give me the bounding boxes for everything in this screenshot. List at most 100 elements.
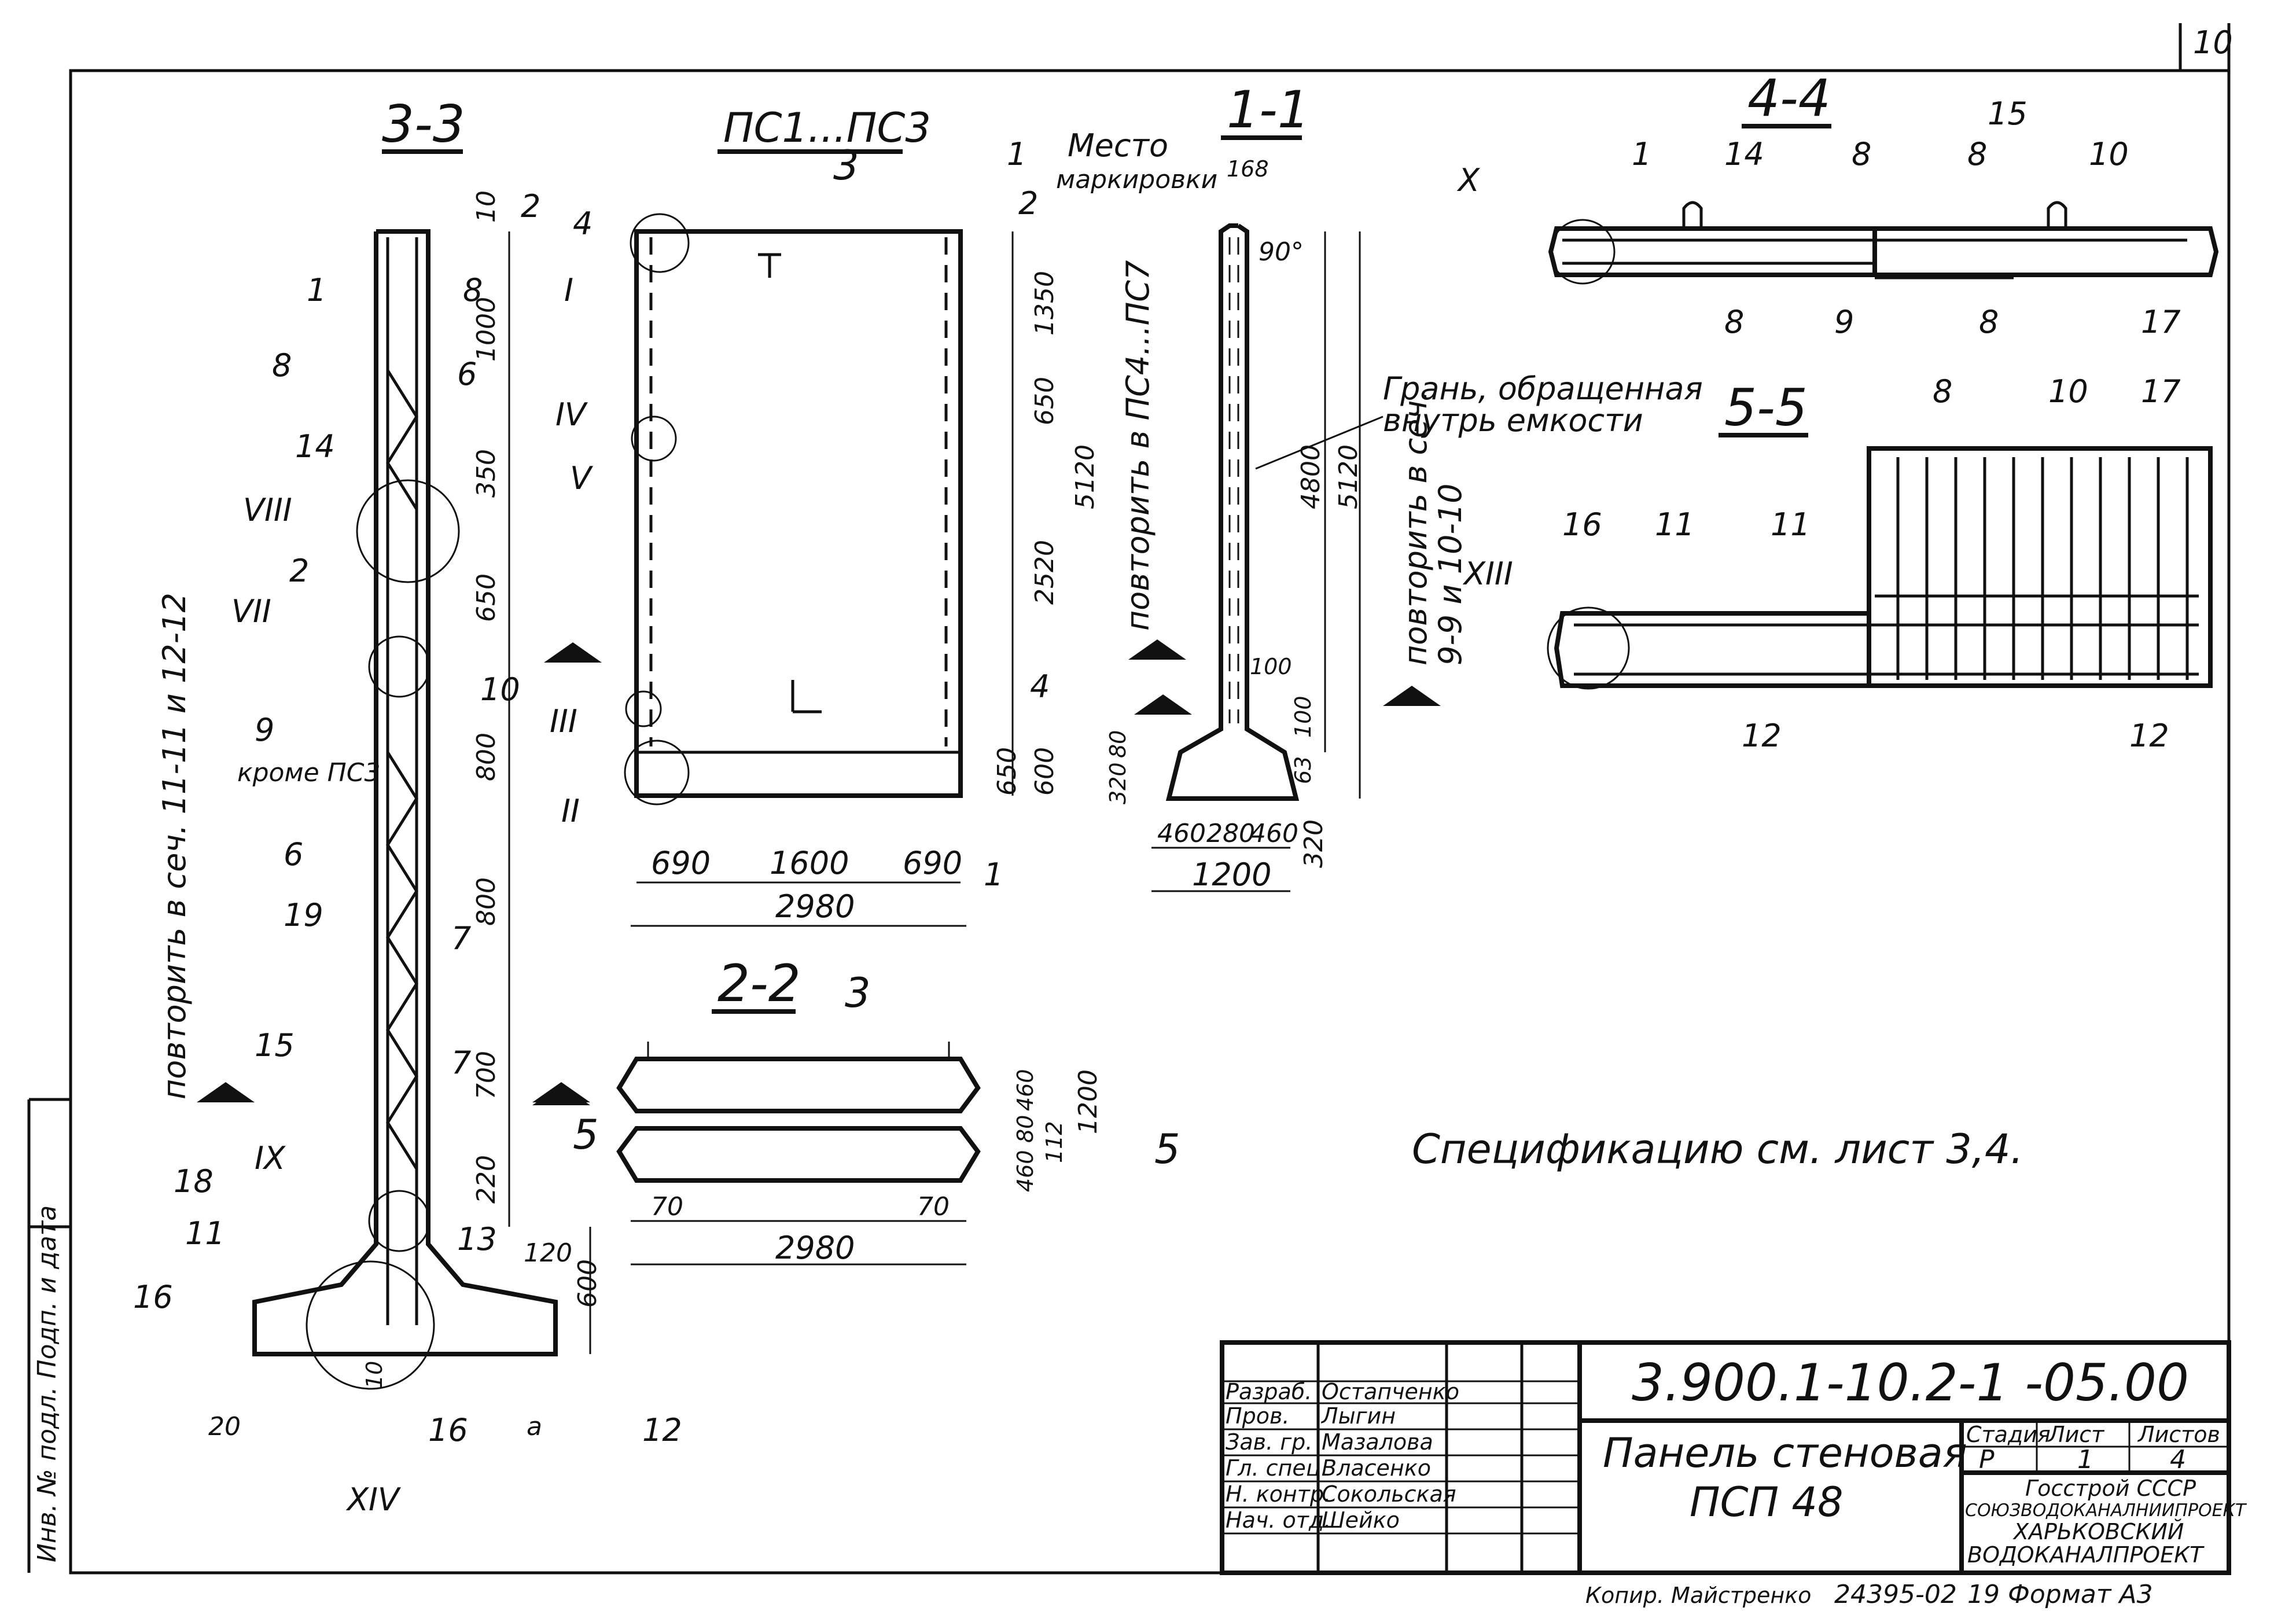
spec-note: Спецификацию см. лист 3,4. (1412, 1126, 2023, 1173)
dim-3-3: а (527, 1412, 542, 1441)
position-label: 6 (457, 356, 477, 392)
dim-2-2: 70 (651, 1192, 683, 1222)
format-label: Формат А3 (2008, 1580, 2153, 1609)
level-mark (1383, 686, 1441, 706)
role-name: Остапченко (1322, 1379, 1459, 1404)
dim-pc: 650 (992, 747, 1022, 796)
dim-2-2: 112 (1042, 1121, 1067, 1163)
role-label: Н. контр. (1226, 1481, 1331, 1507)
position-label: 11 (1771, 506, 1811, 543)
section-title-1-1: 1-1 (1227, 80, 1310, 139)
level-mark (1128, 639, 1186, 660)
dim-1-1: 168 (1227, 156, 1269, 182)
node-label: X (1456, 162, 1480, 198)
position-label: 15 (255, 1027, 295, 1064)
dim-1-1: 90° (1259, 237, 1304, 267)
inventory-sheet: 19 (1967, 1580, 2000, 1609)
leader-line (1255, 415, 1384, 470)
position-label: 10 (2089, 136, 2129, 172)
dim-pc: 2980 (775, 888, 855, 925)
except-note: кроме ПС3 (237, 758, 380, 788)
node-label: IV (555, 396, 588, 433)
dim-pc: 690 (903, 845, 962, 881)
role-name: Сокольская (1322, 1481, 1456, 1507)
position-label: 9 (1834, 304, 1854, 340)
position-label: 12 (2129, 718, 2169, 754)
dim-1-1: 1200 (1192, 856, 1271, 893)
dim-3-3: 220 (472, 1155, 501, 1204)
level-mark (532, 1085, 590, 1105)
role-name: Шейко (1322, 1507, 1400, 1533)
cut-mark: 4 (573, 205, 593, 242)
section-3-3-drawing (252, 229, 591, 1390)
org-name: СОЮЗВОДОКАНАЛНИИПРОЕКТ (1965, 1500, 2247, 1521)
dim-pc: 650 (1030, 377, 1059, 425)
position-label: 13 (457, 1221, 497, 1257)
dim-1-1: 5120 (1334, 444, 1363, 509)
position-label: 7 (451, 1044, 471, 1081)
position-label: 16 (428, 1412, 468, 1448)
position-label: 8 (1933, 373, 1952, 410)
sheet-frame (69, 69, 2231, 1575)
position-label: 16 (1562, 506, 1602, 543)
dim-3-3: 10 (472, 190, 501, 223)
cut-mark: 2 (1018, 185, 1038, 222)
face-note: внутрь емкости (1383, 402, 1643, 439)
cut-mark: 5 (573, 1111, 599, 1158)
dim-3-3: 1000 (472, 297, 501, 362)
dim-pc: 1600 (770, 845, 849, 881)
role-label: Зав. гр. (1226, 1429, 1312, 1455)
position-label: 18 (174, 1163, 214, 1200)
dim-2-2: 460 (1013, 1150, 1038, 1192)
dim-pc: 1350 (1030, 271, 1059, 336)
dim-3-3: 700 (472, 1051, 501, 1099)
page-number: 10 (2193, 24, 2233, 61)
position-label: 19 (284, 897, 323, 933)
node-label: V (570, 460, 594, 496)
title-block (1220, 1340, 2231, 1575)
dim-1-1: 4800 (1296, 444, 1326, 509)
stage-value: Р (1979, 1445, 1995, 1474)
dim-3-3: 20 (208, 1412, 241, 1441)
section-4-4-drawing (1548, 201, 2219, 285)
section-title-4-4: 4-4 (1747, 68, 1831, 128)
cut-mark: 2 (521, 188, 540, 225)
position-label: 6 (284, 836, 303, 873)
dim-1-1: 460 (1250, 819, 1298, 848)
dim-pc: 2520 (1030, 540, 1059, 605)
section-title-3-3: 3-3 (382, 94, 465, 154)
cut-mark: 1 (1007, 136, 1026, 172)
position-label: 1 (1632, 136, 1651, 172)
role-label: Пров. (1226, 1403, 1289, 1429)
position-label: 12 (1742, 718, 1782, 754)
dim-2-2: 1200 (1073, 1069, 1103, 1134)
role-name: Лыгин (1320, 1403, 1396, 1429)
role-label: Гл. спец. (1226, 1455, 1328, 1481)
stage-header: Стадия (1966, 1422, 2051, 1447)
section-title-pc: ПС1...ПС3 (723, 104, 931, 152)
repeat-note: повторить в сеч. (1397, 391, 1434, 665)
dim-2-2: 70 (917, 1192, 950, 1222)
repeat-note: 9-9 и 10-10 (1432, 483, 1469, 665)
section-title-5-5: 5-5 (1724, 378, 1808, 437)
dim-2-2: 2980 (775, 1230, 855, 1266)
copied-by: Копир. Майстренко (1585, 1583, 1811, 1608)
node-label: IX (255, 1140, 286, 1176)
marking-place-note: Место (1068, 127, 1168, 164)
dim-1-1: 280 (1206, 819, 1255, 848)
node-label: XIII (1462, 556, 1513, 592)
position-label: 12 (642, 1412, 682, 1448)
position-label: 10 (480, 671, 520, 708)
document-code: 3.900.1-10.2-1 -05.00 (1632, 1353, 2189, 1413)
dim-3-3: 10 (362, 1361, 387, 1389)
position-label: 17 (2141, 373, 2181, 410)
position-label: 8 (1724, 304, 1744, 340)
section-title-2-2: 2-2 (718, 954, 801, 1013)
dim-2-2: 80 (1013, 1115, 1038, 1143)
position-label: 1 (307, 272, 326, 308)
position-label: 10 (2048, 373, 2088, 410)
level-mark (544, 642, 602, 663)
org-name: Госстрой СССР (2025, 1476, 2196, 1501)
role-name: Мазалова (1322, 1429, 1433, 1455)
